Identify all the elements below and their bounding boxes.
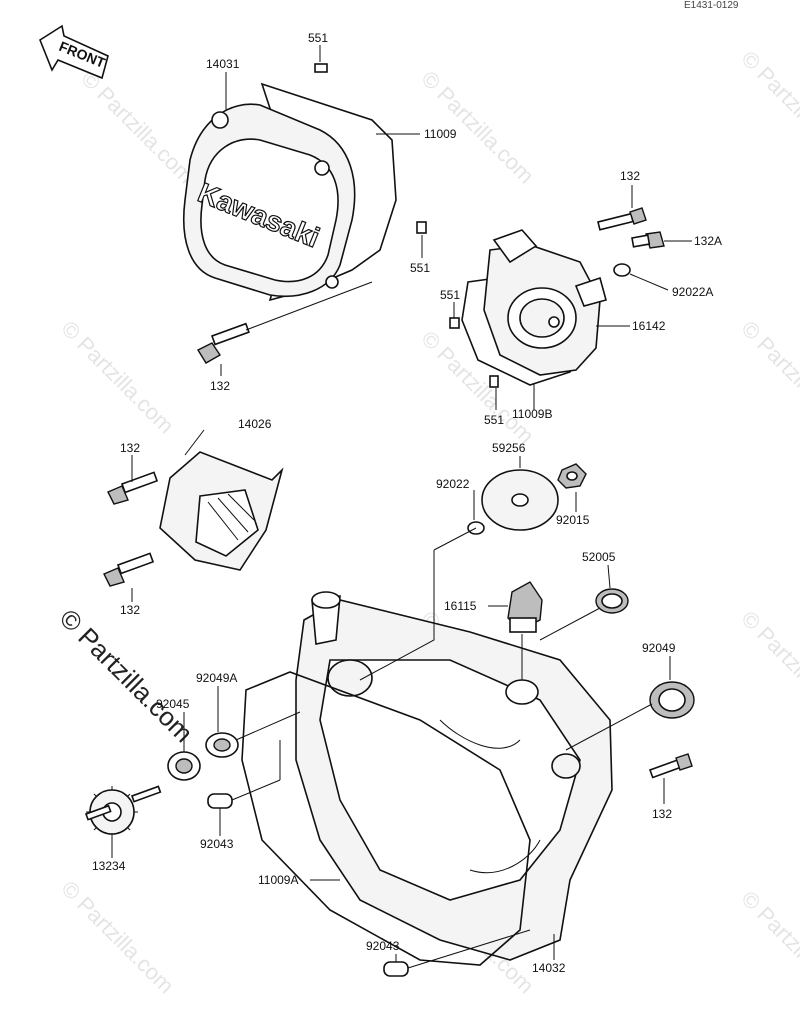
label-52005: 52005 bbox=[582, 550, 616, 564]
bolt-part bbox=[107, 471, 159, 505]
part-labels: 551 14031 11009 132 132A 551 92022A 551 … bbox=[92, 31, 722, 975]
watermark: © Partzilla.com bbox=[76, 66, 199, 189]
label-11009: 11009 bbox=[424, 127, 457, 141]
bolt-part bbox=[103, 552, 155, 587]
watermark: © Partzilla.com bbox=[736, 886, 800, 1009]
label-132: 132 bbox=[210, 379, 230, 393]
label-92022: 92022 bbox=[436, 477, 470, 491]
watermark: © Partzilla.com bbox=[736, 606, 800, 729]
label-59256: 59256 bbox=[492, 441, 526, 455]
dowel-pin-part bbox=[489, 375, 499, 388]
watermark: © Partzilla.com bbox=[56, 316, 179, 439]
label-551: 551 bbox=[410, 261, 430, 275]
watermark-main: © Partzilla.com bbox=[54, 603, 199, 748]
label-92022A: 92022A bbox=[672, 285, 713, 299]
clutch-cover-part bbox=[295, 591, 613, 961]
nut-part bbox=[557, 463, 587, 489]
oil-seal-part bbox=[649, 681, 695, 719]
sprocket-cover-part bbox=[159, 451, 284, 571]
dowel-pin-part bbox=[383, 961, 409, 977]
label-551: 551 bbox=[308, 31, 328, 45]
label-132A: 132A bbox=[694, 234, 722, 248]
label-551: 551 bbox=[440, 288, 460, 302]
clutch-cover-gasket-part bbox=[241, 671, 531, 966]
bolt-part bbox=[648, 753, 693, 779]
label-132: 132 bbox=[120, 441, 140, 455]
dowel-pin-part bbox=[314, 63, 328, 73]
gear-part bbox=[84, 785, 162, 838]
leader-lines bbox=[111, 45, 692, 969]
label-14032: 14032 bbox=[532, 961, 566, 975]
label-16142: 16142 bbox=[632, 319, 666, 333]
bearing-part bbox=[205, 732, 239, 758]
label-132: 132 bbox=[652, 807, 672, 821]
water-pump-cover-part bbox=[461, 229, 607, 386]
watermark: © Partzilla.com bbox=[56, 876, 179, 999]
dowel-pin-part bbox=[207, 793, 233, 809]
washer-part bbox=[613, 263, 631, 277]
diagram-reference: E1431-0129 bbox=[684, 0, 739, 11]
front-arrow-icon: FRONT bbox=[39, 24, 109, 80]
bearing-part bbox=[167, 751, 201, 781]
bolt-part bbox=[597, 207, 647, 231]
watermark: © Partzilla.com bbox=[736, 46, 800, 169]
impeller-part bbox=[481, 469, 559, 531]
dowel-pin-part bbox=[449, 317, 460, 329]
label-132: 132 bbox=[120, 603, 140, 617]
label-11009A: 11009A bbox=[258, 873, 298, 887]
label-16115: 16115 bbox=[444, 599, 477, 613]
label-92043: 92043 bbox=[366, 939, 400, 953]
label-92015: 92015 bbox=[556, 513, 590, 527]
bolt-part bbox=[631, 231, 665, 249]
label-92049A: 92049A bbox=[196, 671, 237, 685]
label-14026: 14026 bbox=[238, 417, 272, 431]
label-13234: 13234 bbox=[92, 859, 126, 873]
label-92043: 92043 bbox=[200, 837, 234, 851]
label-551: 551 bbox=[484, 413, 504, 427]
oil-filler-plug-part bbox=[507, 581, 543, 633]
seal-part bbox=[595, 588, 629, 614]
label-14031: 14031 bbox=[206, 57, 240, 71]
label-92049: 92049 bbox=[642, 641, 676, 655]
watermark: © Partzilla.com bbox=[736, 316, 800, 439]
label-132: 132 bbox=[620, 169, 640, 183]
label-92045: 92045 bbox=[156, 697, 190, 711]
magneto-cover-part: Kawasaki bbox=[183, 82, 397, 302]
label-11009B: 11009B bbox=[512, 407, 552, 421]
bolt-part bbox=[197, 281, 373, 364]
dowel-pin-part bbox=[416, 221, 427, 234]
